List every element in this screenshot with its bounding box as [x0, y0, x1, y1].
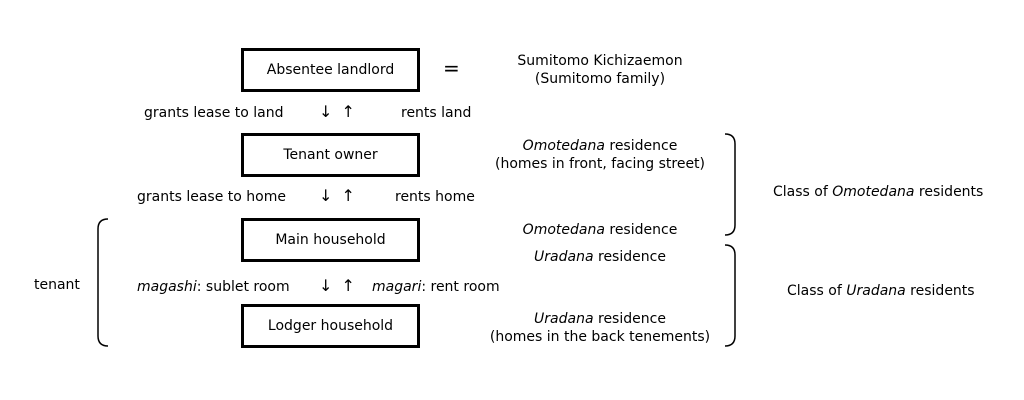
uradana-class-term: Uradana: [846, 283, 906, 299]
relation-right-rents-land: rents land: [401, 105, 472, 121]
tenant-owner-residence-line2: (homes in front, facing street): [494, 156, 706, 172]
magari-term: magari: [372, 279, 422, 295]
tenant-label: tenant: [34, 277, 80, 293]
omotedana-class-suffix: residents: [914, 184, 984, 200]
uradana-class-prefix: Class of: [787, 283, 847, 299]
uradana-class-suffix: residents: [905, 283, 975, 299]
omotedana-term-2: Omotedana: [522, 222, 605, 238]
relation-left-grants-home: grants lease to home: [137, 189, 286, 205]
relation-left-grants-land: grants lease to land: [144, 105, 284, 121]
main-household-omotedana-residence: Omotedana residence: [462, 221, 738, 239]
omotedana-class-bracket: [724, 133, 736, 236]
main-household-box: Main household: [241, 218, 420, 262]
relation-arrows-3: ↓ ↑: [319, 276, 357, 295]
tenant-owner-residence-line1: Omotedana residence: [462, 137, 738, 155]
tenant-owner-residence: Omotedana residence (homes in front, fac…: [462, 137, 738, 173]
landlord-name: Sumitomo Kichizaemon: [517, 53, 683, 69]
uradana-term-2: Uradana: [534, 311, 594, 327]
lodger-household-residence: Uradana residence (homes in the back ten…: [462, 310, 738, 346]
lodger-residence-line2: (homes in the back tenements): [489, 329, 711, 345]
relation-arrows-1: ↓ ↑: [319, 102, 357, 121]
uradana-term-1: Uradana: [534, 249, 594, 265]
tenant-bracket: [97, 218, 109, 347]
lodger-household-box: Lodger household: [241, 304, 420, 348]
uradana-class-bracket: [724, 244, 736, 347]
omotedana-class-term: Omotedana: [832, 184, 915, 200]
tenant-owner-box: Tenant owner: [241, 133, 420, 177]
relation-left-magashi: magashi: sublet room: [137, 278, 290, 296]
omotedana-class-label: Class of Omotedana residents: [773, 183, 983, 201]
magashi-term: magashi: [137, 279, 197, 295]
relation-right-magari: magari: rent room: [372, 278, 500, 296]
residence-word-2: residence: [604, 222, 678, 238]
relation-right-rents-home: rents home: [395, 189, 475, 205]
absentee-landlord-box: Absentee landlord: [241, 48, 420, 92]
residence-word-1: residence: [604, 138, 678, 154]
magashi-rest: : sublet room: [196, 279, 290, 295]
landlord-identity: Sumitomo Kichizaemon (Sumitomo family): [490, 52, 710, 88]
residence-word-4: residence: [593, 311, 666, 327]
lodger-residence-line1: Uradana residence: [462, 310, 738, 328]
tenant-owner-label: Tenant owner: [283, 147, 378, 163]
absentee-landlord-label: Absentee landlord: [266, 62, 395, 78]
residence-word-3: residence: [593, 249, 666, 265]
main-household-uradana-residence: Uradana residence: [462, 248, 738, 266]
omotedana-class-prefix: Class of: [773, 184, 833, 200]
main-household-label: Main household: [275, 232, 386, 248]
omotedana-term-1: Omotedana: [522, 138, 605, 154]
equals-sign: =: [443, 56, 460, 80]
relation-arrows-2: ↓ ↑: [319, 186, 357, 205]
lodger-household-label: Lodger household: [267, 318, 394, 334]
uradana-class-label: Class of Uradana residents: [787, 282, 975, 300]
magari-rest: : rent room: [421, 279, 500, 295]
landlord-family: (Sumitomo family): [534, 71, 666, 87]
